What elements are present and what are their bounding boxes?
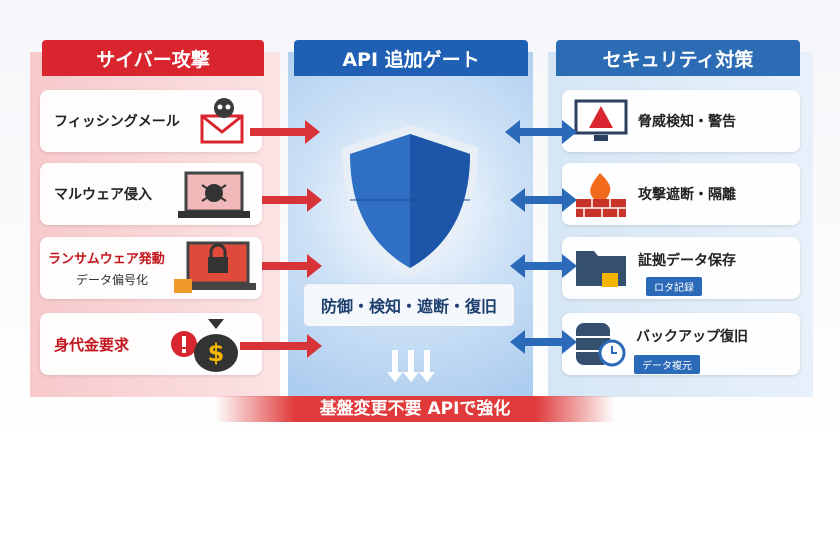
- measure-card-backup: バックアップ復旧 データ複元: [562, 313, 800, 375]
- measure-card-block: 攻撃遮断・隔離: [562, 163, 800, 225]
- defense-arrow: [510, 330, 577, 354]
- locked-folder-icon: [576, 251, 626, 287]
- malware-laptop-icon: [178, 171, 250, 218]
- attack-arrow: [250, 120, 320, 144]
- attack-label: ランサムウェア発動: [48, 252, 165, 267]
- ransomware-lock-icon: [174, 241, 256, 293]
- attack-label: マルウェア侵入: [54, 187, 152, 203]
- svg-text:$: $: [208, 339, 225, 367]
- defense-arrow: [510, 188, 577, 212]
- measure-label: 攻撃遮断・隔離: [638, 187, 736, 203]
- attack-card-ransomware: ランサムウェア発動 データ偏号化: [40, 237, 262, 299]
- attack-label: 身代金要求: [54, 335, 130, 354]
- down-arrows-icon: [387, 350, 435, 382]
- measures-header: セキュリティ対策: [556, 40, 800, 76]
- attack-card-phishing: フィッシングメール: [40, 90, 262, 152]
- firewall-icon: [576, 173, 626, 217]
- gate-functions-label: 防御・検知・遮断・復旧: [303, 283, 515, 327]
- measure-label: バックアップ復旧: [636, 329, 748, 345]
- measure-card-detect: 脅威検知・警告: [562, 90, 800, 152]
- database-clock-icon: [576, 323, 626, 367]
- measure-tag: データ複元: [634, 355, 700, 374]
- alert-icon: [171, 331, 197, 357]
- measure-label: 証拠データ保存: [638, 253, 736, 269]
- money-bag-icon: $: [194, 319, 238, 372]
- attack-card-ransom: 身代金要求 $: [40, 313, 262, 375]
- warning-monitor-icon: [574, 99, 628, 141]
- measure-card-evidence: 証拠データ保存 ロタ記録: [562, 237, 800, 299]
- attack-arrow: [262, 188, 322, 212]
- attack-card-malware: マルウェア侵入: [40, 163, 262, 225]
- attack-arrow: [240, 334, 322, 358]
- defense-arrow: [505, 120, 577, 144]
- attack-arrow: [262, 254, 322, 278]
- bottom-banner: 基盤変更不要 APIで強化: [215, 396, 615, 422]
- attack-header: サイバー攻撃: [42, 40, 264, 76]
- phishing-mail-icon: [200, 98, 244, 144]
- attack-label: フィッシングメール: [54, 114, 180, 130]
- measure-label: 脅威検知・警告: [638, 114, 736, 130]
- attack-sublabel: データ偏号化: [76, 273, 149, 287]
- defense-arrow: [510, 254, 577, 278]
- measure-tag: ロタ記録: [646, 277, 702, 296]
- shield-icon: [342, 125, 478, 278]
- gate-header: API 追加ゲート: [294, 40, 528, 76]
